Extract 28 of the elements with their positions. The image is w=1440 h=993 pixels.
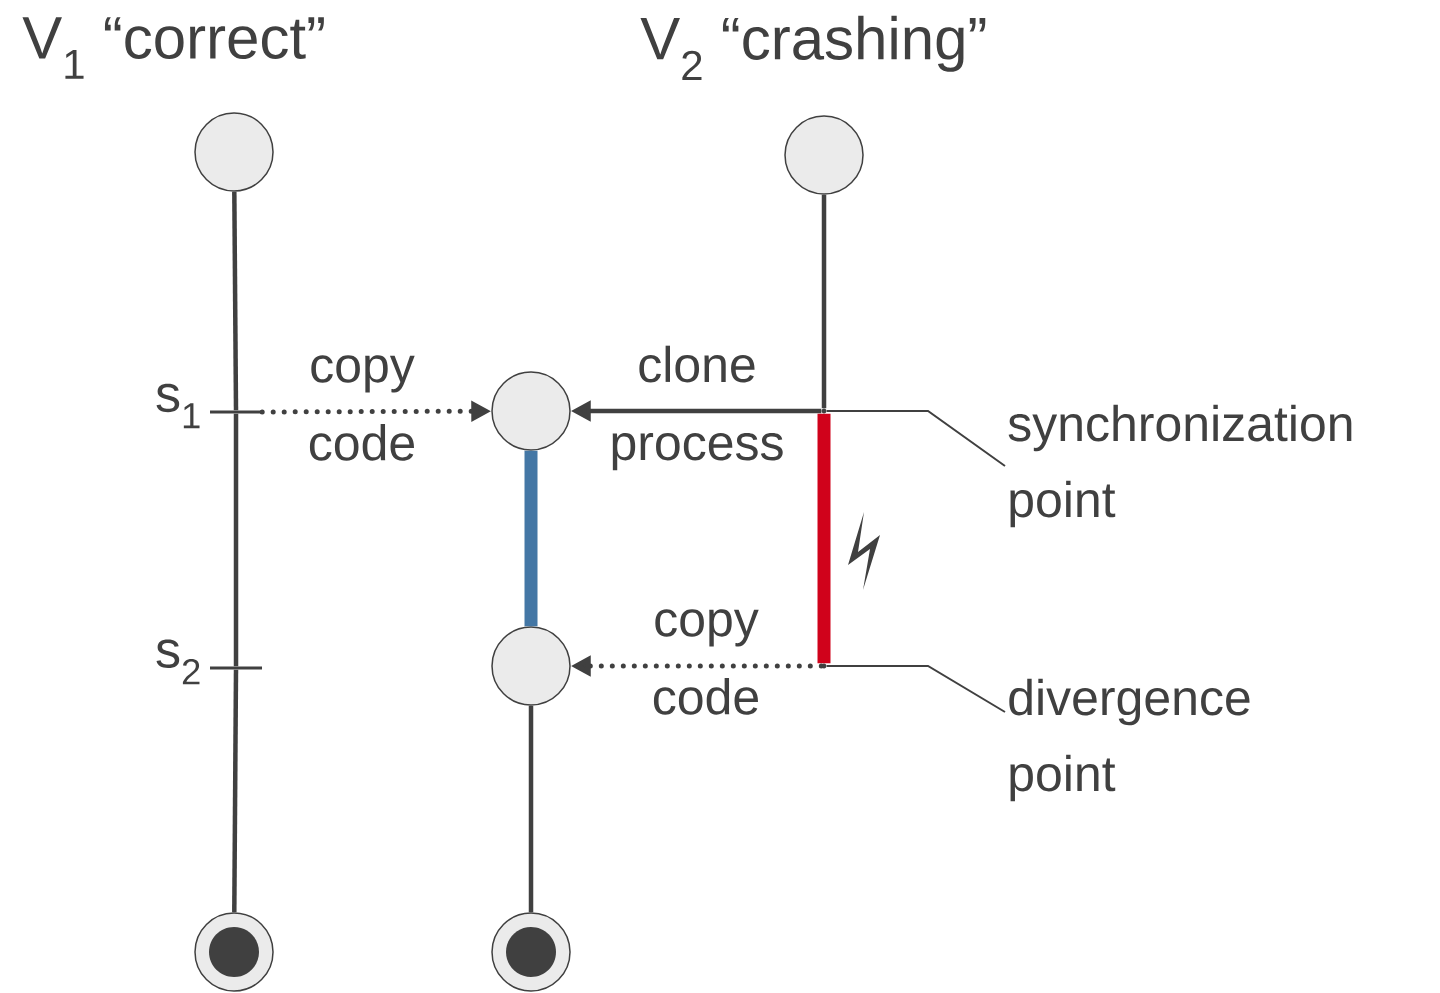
end-state-circle bbox=[194, 912, 274, 992]
callout-text: divergence point bbox=[1009, 678, 1250, 802]
heading: V$_{1}$ “correct” bbox=[22, 17, 324, 79]
connector-line bbox=[524, 450, 538, 627]
tick-mark bbox=[210, 410, 262, 414]
connector-line bbox=[232, 191, 239, 411]
step-label: s$_{2}$ bbox=[156, 639, 200, 685]
state-circle bbox=[194, 112, 274, 192]
connector-line bbox=[233, 413, 239, 667]
junction-point bbox=[821, 408, 827, 414]
leader-line bbox=[825, 665, 1006, 713]
leader-line bbox=[825, 410, 1006, 467]
state-circle bbox=[784, 115, 864, 195]
state-circle bbox=[491, 371, 571, 451]
tick-mark bbox=[210, 666, 262, 670]
heading: V$_{2}$ “crashing” bbox=[640, 15, 986, 81]
connector-line bbox=[817, 413, 831, 664]
connector-line bbox=[821, 194, 827, 409]
connector-line bbox=[528, 705, 534, 913]
callout-text: synchronization point bbox=[1008, 404, 1352, 528]
step-label: s$_{1}$ bbox=[156, 383, 200, 429]
connector-line bbox=[232, 669, 239, 913]
edge-label: clone process bbox=[612, 345, 783, 471]
state-circle bbox=[491, 626, 571, 706]
end-state-circle bbox=[491, 912, 571, 992]
edge-label: copy code bbox=[309, 355, 415, 461]
edge-label: copy code bbox=[653, 609, 759, 715]
junction-point bbox=[821, 663, 827, 669]
